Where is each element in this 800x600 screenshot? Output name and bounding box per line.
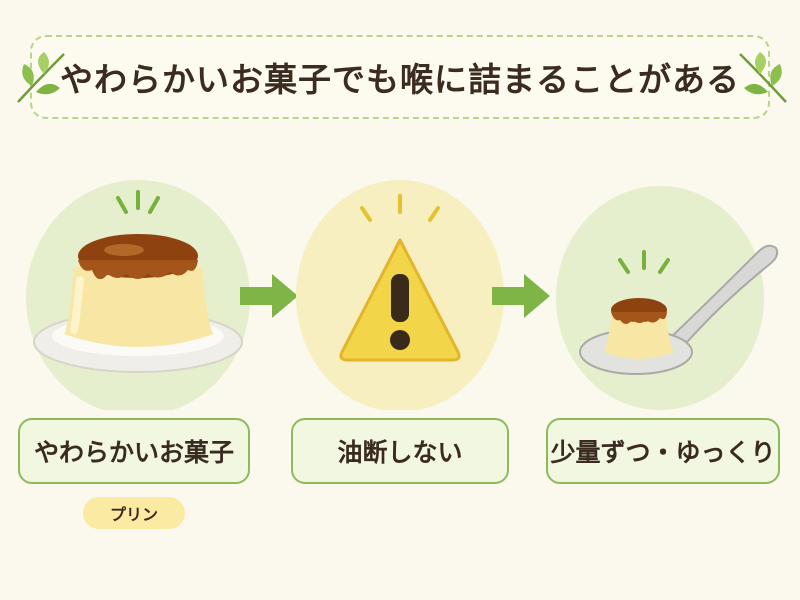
left-leaf-icon — [17, 52, 65, 103]
label-dont-be-careless: 油断しない — [291, 418, 509, 484]
right-leaf-icon — [739, 52, 787, 103]
label-soft-sweets: やわらかいお菓子 — [18, 418, 250, 484]
label-small-amounts-slowly: 少量ずつ・ゆっくり — [546, 418, 780, 484]
pudding-on-spoon-icon — [556, 186, 779, 410]
page-title: やわらかいお菓子でも喉に詰まることがある — [60, 60, 740, 99]
warning-triangle-icon — [296, 180, 504, 410]
example-tag-pudding: プリン — [83, 497, 185, 529]
arrow-right-icon — [240, 274, 298, 318]
title-banner: やわらかいお菓子でも喉に詰まることがある — [30, 35, 770, 119]
arrow-right-icon — [492, 274, 550, 318]
pudding-on-plate-icon — [26, 180, 250, 410]
